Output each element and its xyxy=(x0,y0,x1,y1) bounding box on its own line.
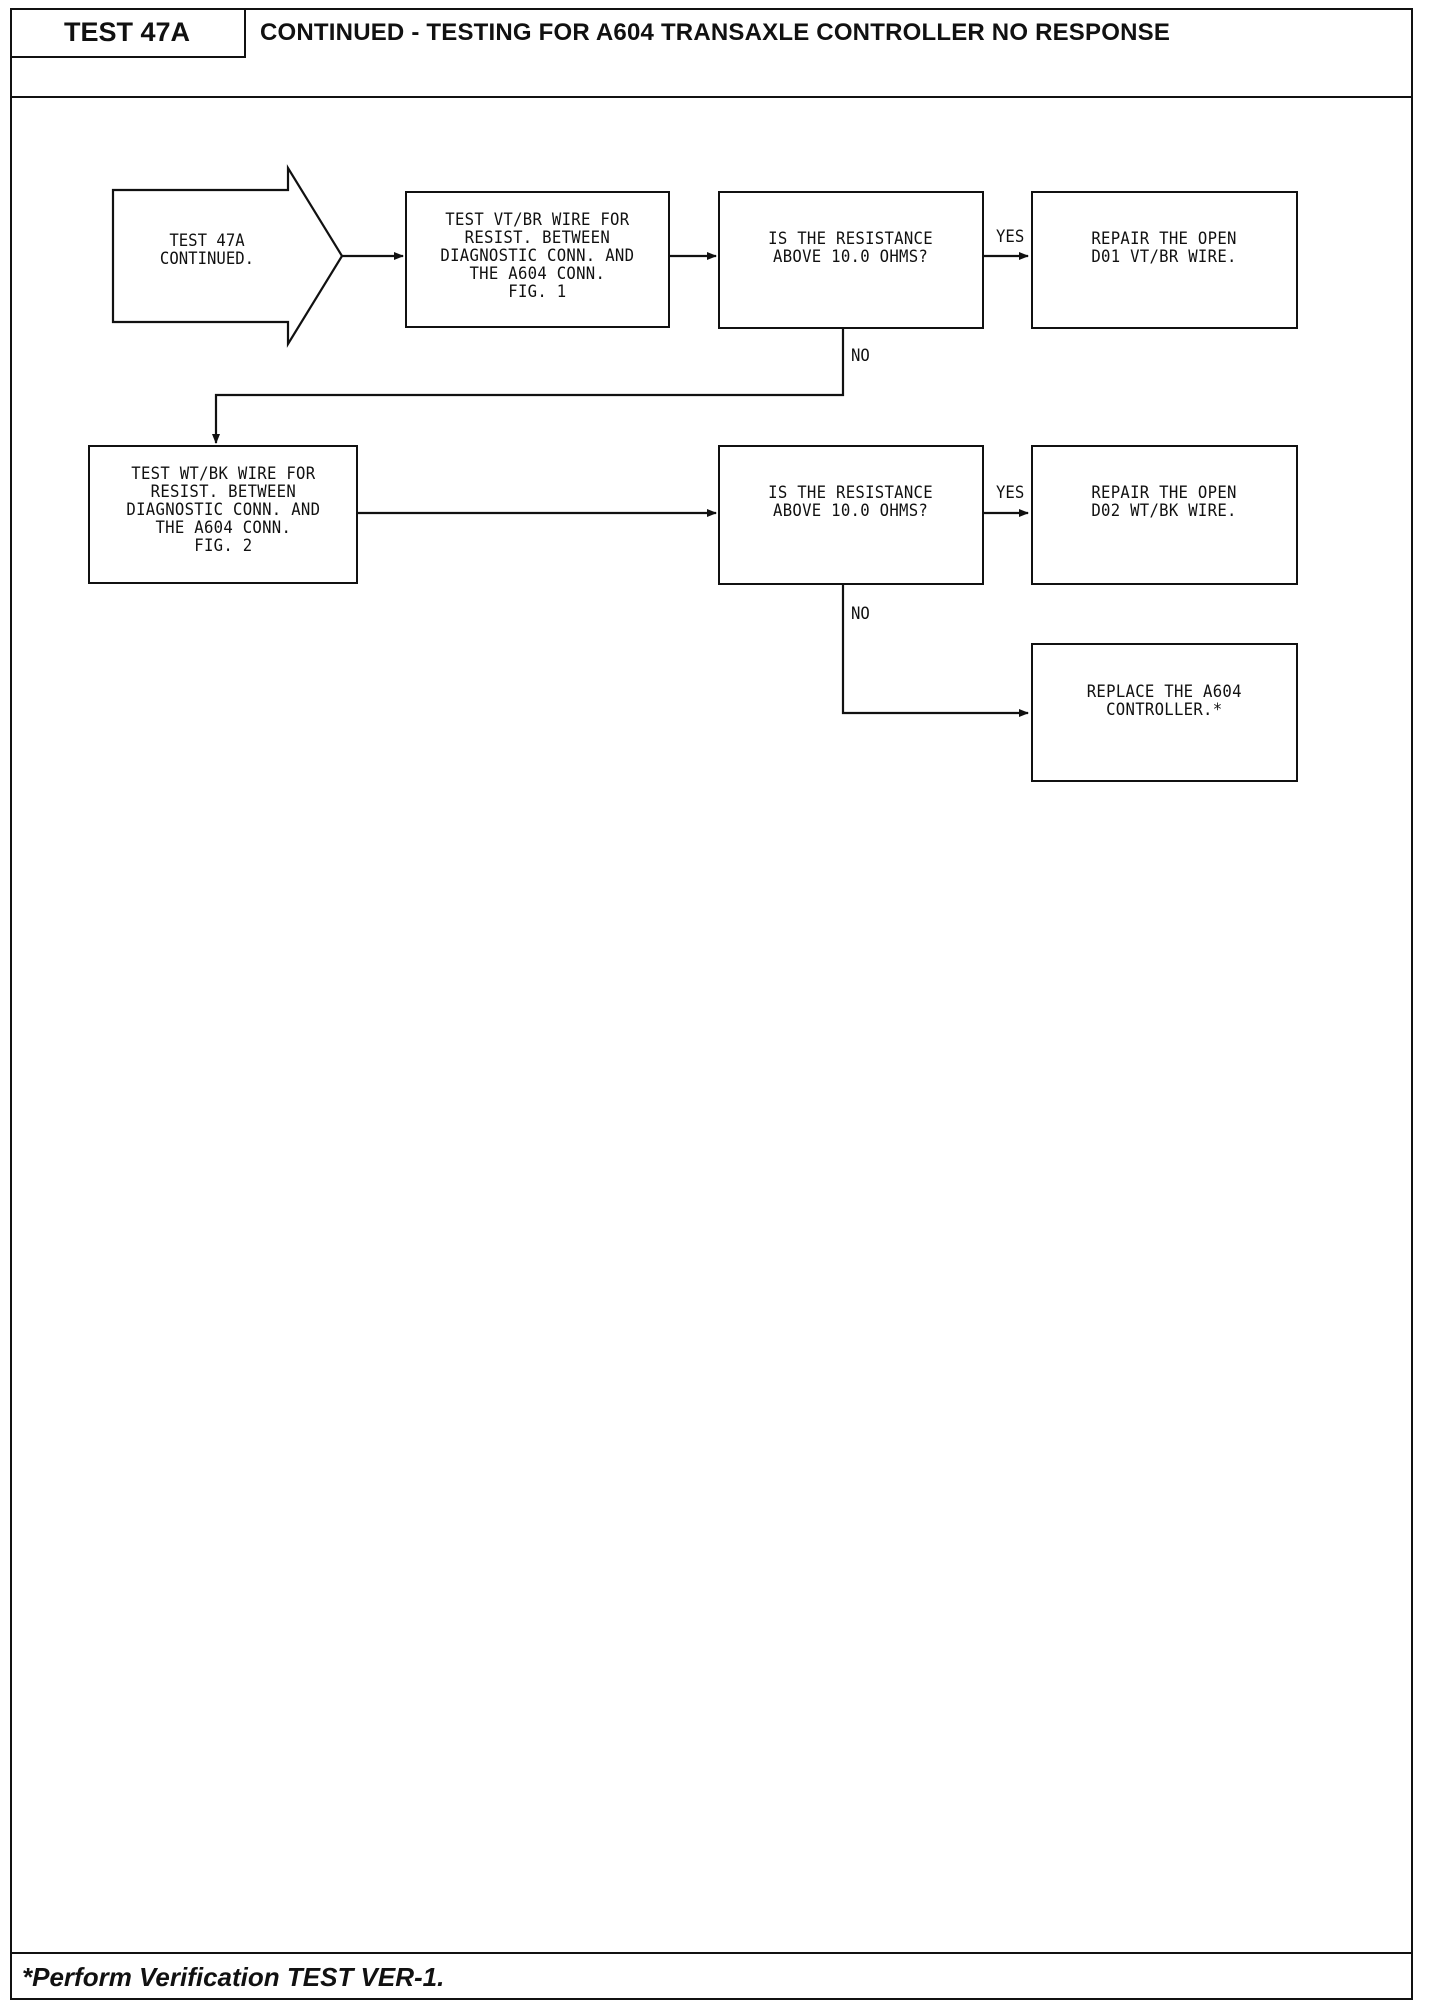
result1-text: REPAIR THE OPEN D01 VT/BR WIRE. xyxy=(1091,229,1238,267)
result2-box: REPAIR THE OPEN D02 WT/BK WIRE. xyxy=(1031,445,1298,585)
result3-text: REPLACE THE A604 CONTROLLER.* xyxy=(1086,682,1243,720)
footer-note: *Perform Verification TEST VER-1. xyxy=(10,1952,1413,2000)
yes-label-2: YES xyxy=(996,483,1025,503)
no-label-1: NO xyxy=(851,346,870,366)
decision2-box: IS THE RESISTANCE ABOVE 10.0 OHMS? xyxy=(718,445,984,585)
test-id: TEST 47A xyxy=(10,8,246,58)
yes-label-1: YES xyxy=(996,227,1025,247)
page-header: TEST 47A CONTINUED - TESTING FOR A604 TR… xyxy=(10,8,1413,98)
result1-box: REPAIR THE OPEN D01 VT/BR WIRE. xyxy=(1031,191,1298,329)
step2-box: TEST WT/BK WIRE FOR RESIST. BETWEEN DIAG… xyxy=(88,445,358,584)
page-frame xyxy=(10,8,1413,2000)
decision1-text: IS THE RESISTANCE ABOVE 10.0 OHMS? xyxy=(768,229,934,267)
result3-box: REPLACE THE A604 CONTROLLER.* xyxy=(1031,643,1298,782)
page-title: CONTINUED - TESTING FOR A604 TRANSAXLE C… xyxy=(260,19,1171,46)
start-label: TEST 47A CONTINUED. xyxy=(159,231,255,269)
result2-text: REPAIR THE OPEN D02 WT/BK WIRE. xyxy=(1091,483,1238,521)
decision1-box: IS THE RESISTANCE ABOVE 10.0 OHMS? xyxy=(718,191,984,329)
step1-box: TEST VT/BR WIRE FOR RESIST. BETWEEN DIAG… xyxy=(405,191,670,328)
step1-text: TEST VT/BR WIRE FOR RESIST. BETWEEN DIAG… xyxy=(440,210,635,302)
no-label-2: NO xyxy=(851,604,870,624)
decision2-text: IS THE RESISTANCE ABOVE 10.0 OHMS? xyxy=(768,483,934,521)
step2-text: TEST WT/BK WIRE FOR RESIST. BETWEEN DIAG… xyxy=(126,464,320,556)
